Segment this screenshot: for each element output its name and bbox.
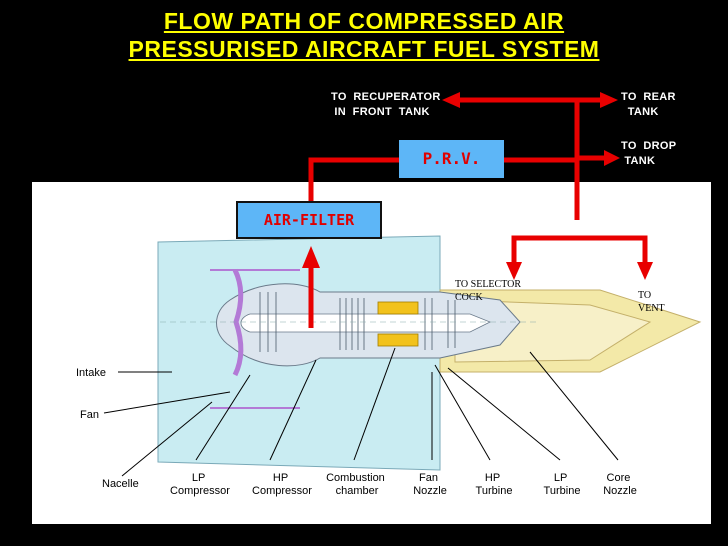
prv-box: P.R.V. bbox=[399, 140, 504, 178]
label-combustion-chamber: Combustion chamber bbox=[326, 472, 388, 497]
label-to-rear-tank: TO REAR TANK bbox=[621, 91, 676, 118]
arrow-to-vent bbox=[637, 262, 653, 280]
label-intake: Intake bbox=[76, 367, 106, 379]
leader-lines bbox=[103, 347, 619, 477]
air-pipes bbox=[308, 97, 648, 328]
fan-duct bbox=[160, 268, 540, 409]
label-fan-nozzle: Fan Nozzle bbox=[413, 472, 447, 497]
title-line-1: FLOW PATH OF COMPRESSED AIR bbox=[163, 8, 565, 34]
arrow-to-selector-cock bbox=[506, 262, 522, 280]
label-to-recuperator: TO RECUPERATOR IN FRONT TANK bbox=[331, 91, 441, 118]
pipe-selector-vent bbox=[511, 235, 648, 268]
label-to-drop-tank: TO DROP TANK bbox=[621, 140, 677, 167]
label-lp-turbine: LP Turbine bbox=[544, 472, 581, 497]
air-filter-box: AIR-FILTER bbox=[236, 201, 382, 239]
title-line-2: PRESSURISED AIRCRAFT FUEL SYSTEM bbox=[128, 36, 600, 62]
label-to-selector-cock: TO SELECTOR COCK bbox=[455, 279, 524, 303]
label-nacelle: Nacelle bbox=[102, 478, 139, 490]
pipe-filter-to-prv bbox=[308, 157, 399, 202]
label-hp-turbine: HP Turbine bbox=[476, 472, 513, 497]
pipe-arrowheads bbox=[302, 92, 653, 280]
label-hp-compressor: HP Compressor bbox=[252, 472, 312, 497]
label-to-vent: TO VENT bbox=[638, 290, 665, 314]
arrow-up-to-filter bbox=[302, 246, 320, 268]
engine-core bbox=[216, 283, 521, 367]
arrow-to-recuperator bbox=[442, 92, 460, 108]
arrow-to-drop-tank bbox=[604, 150, 620, 166]
label-lp-compressor: LP Compressor bbox=[170, 472, 230, 497]
label-core-nozzle: Core Nozzle bbox=[603, 472, 637, 497]
arrow-to-rear-tank bbox=[600, 92, 618, 108]
label-fan: Fan bbox=[80, 409, 99, 421]
